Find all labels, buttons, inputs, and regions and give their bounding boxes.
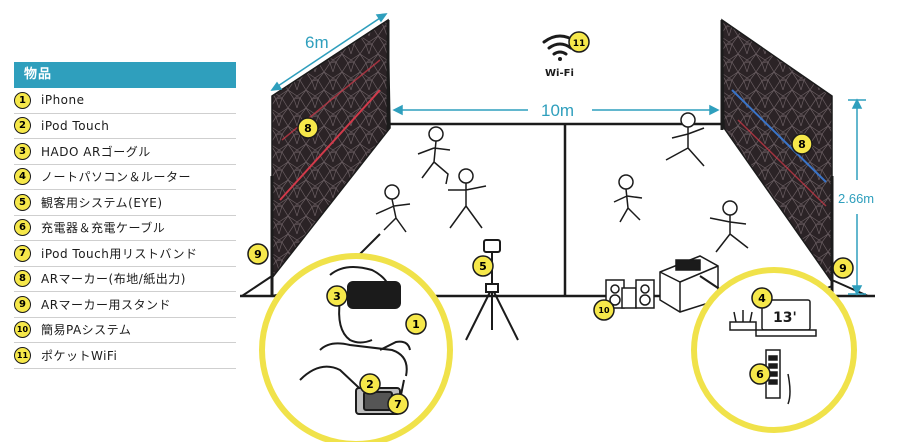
svg-text:7: 7 — [394, 398, 402, 411]
badge-2: 2 — [360, 374, 380, 394]
svg-text:6: 6 — [756, 368, 764, 381]
player-figures — [376, 113, 748, 252]
svg-text:9: 9 — [839, 262, 847, 275]
badge-6: 6 — [750, 364, 770, 384]
badge-7: 7 — [388, 394, 408, 414]
svg-text:4: 4 — [758, 292, 766, 305]
length-label: 10m — [541, 101, 574, 120]
badge-8-left: 8 — [298, 118, 318, 138]
ar-marker-wall-right — [722, 20, 868, 296]
svg-text:1: 1 — [412, 318, 420, 331]
svg-text:11: 11 — [573, 39, 586, 49]
router — [730, 322, 756, 330]
player-figure — [614, 175, 642, 222]
badge-9-right: 9 — [833, 258, 853, 278]
ar-goggles — [348, 282, 400, 308]
svg-text:5: 5 — [479, 260, 487, 273]
player-figure — [418, 127, 450, 184]
player-closeup — [262, 234, 450, 442]
badge-11: 11 — [569, 32, 589, 52]
badge-10: 10 — [594, 300, 614, 320]
badge-9-left: 9 — [248, 244, 268, 264]
svg-text:9: 9 — [254, 248, 262, 261]
badge-8-right: 8 — [792, 134, 812, 154]
equipment-closeup: 13' — [694, 270, 854, 430]
svg-text:10: 10 — [598, 306, 610, 315]
eye-camera-tripod — [466, 240, 518, 340]
badge-1: 1 — [406, 314, 426, 334]
player-figure — [448, 169, 486, 228]
player-figure — [710, 201, 748, 252]
laptop-screen-text: 13' — [773, 310, 797, 326]
svg-text:8: 8 — [798, 138, 806, 151]
badge-4: 4 — [752, 288, 772, 308]
badge-5: 5 — [473, 256, 493, 276]
player-figure — [666, 113, 704, 166]
badge-3: 3 — [327, 286, 347, 306]
svg-text:8: 8 — [304, 122, 312, 135]
height-label: 2.66m — [838, 191, 874, 206]
pa-system — [606, 280, 654, 308]
svg-text:2: 2 — [366, 378, 374, 391]
svg-text:3: 3 — [333, 290, 341, 303]
wifi-label: Wi-Fi — [545, 68, 574, 79]
player-figure — [376, 185, 410, 232]
width-label: 6m — [305, 33, 329, 52]
